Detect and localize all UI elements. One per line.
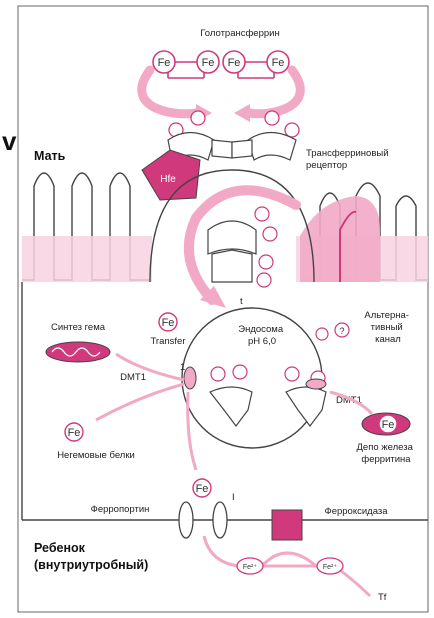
ferroxidase-block	[272, 510, 302, 540]
fe-label: Fe	[272, 57, 285, 69]
heme-synthesis-label: Синтез гема	[51, 322, 106, 333]
ferritin-depot-label: Депо железа ферритина	[356, 442, 415, 465]
child-line2: (внутриутробный)	[34, 558, 148, 572]
mother-label: Мать	[34, 149, 66, 163]
fe-label: Fe	[228, 57, 241, 69]
fe2-label: Fe²⁺	[323, 564, 338, 571]
transfer-label: Transfer	[150, 336, 185, 347]
tf-receptor-line2: рецептор	[306, 160, 347, 171]
ferroxidase-label: Ферроксидаза	[324, 506, 388, 517]
fe2-label: Fe²⁺	[243, 564, 258, 571]
tf-label: Tf	[378, 592, 387, 603]
internal-receptor-complex	[208, 221, 256, 282]
fe-label: Fe	[162, 317, 175, 329]
ferroportin-channel-right	[213, 502, 227, 538]
fe-label: Fe	[68, 427, 81, 439]
tf-receptor-line1: Трансферриновый	[306, 148, 389, 159]
fe-label: Fe	[196, 483, 209, 495]
alt-channel-fe	[316, 328, 328, 340]
endosome-line2: pH 6,0	[248, 336, 276, 347]
dmt1-right-transporter	[306, 379, 326, 389]
dmt1-left-label: DMT1	[120, 372, 146, 383]
fe-label: Fe	[158, 57, 171, 69]
ferroportin-label: Ферропортин	[91, 504, 150, 515]
membrane-band-left	[22, 236, 152, 282]
fe-label: Fe	[202, 57, 215, 69]
fe-label: Fe	[382, 419, 395, 431]
ferritin-depot-line1: Депо железа	[356, 442, 413, 453]
ferroportin-channel-left	[179, 502, 193, 538]
t-mark: t	[240, 296, 243, 307]
ferritin-depot-line2: ферритина	[361, 454, 411, 465]
side-arrow-mark: v	[2, 126, 17, 156]
mitochondrion	[46, 342, 110, 362]
endosome-line1: Эндосома	[238, 324, 284, 335]
alt-channel-line3: канал	[375, 334, 401, 345]
one-mark: 1	[180, 362, 185, 373]
holotransferrin-label: Голотрансферрин	[200, 28, 279, 39]
nonheme-proteins-label: Негемовые белки	[57, 450, 135, 461]
hfe-label: Hfe	[160, 174, 176, 185]
question-mark: ?	[339, 326, 344, 336]
alt-channel-line1: Альтерна-	[364, 310, 409, 321]
dmt1-left-transporter	[184, 367, 196, 389]
ferroportin-mark: I	[232, 492, 235, 503]
alt-channel-line2: тивный	[371, 322, 403, 333]
child-line1: Ребенок	[34, 541, 86, 555]
